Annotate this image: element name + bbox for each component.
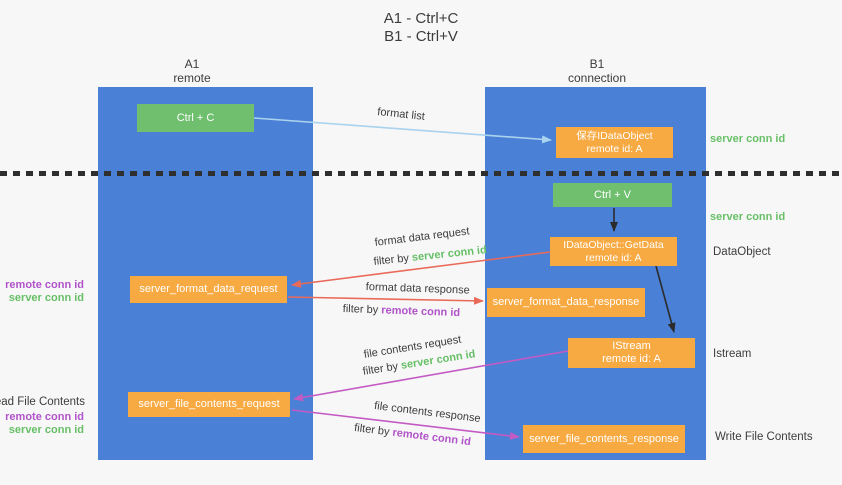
right-label-write-file-contents: Write File Contents (715, 431, 813, 443)
left-label-server-conn-id-bottom: server conn id (8, 424, 84, 436)
node-server-file-contents-response: server_file_contents_response (523, 425, 685, 453)
node-save-idataobject-line1: 保存IDataObject (576, 129, 653, 142)
node-getdata-line2: remote id: A (585, 251, 642, 264)
left-label-remote-conn-id-bottom: remote conn id (5, 411, 84, 423)
format-data-request-arrow (291, 251, 551, 288)
node-ctrl-c: Ctrl + C (137, 104, 254, 132)
node-ctrl-c-label: Ctrl + C (176, 111, 215, 124)
node-server-file-contents-request: server_file_contents_request (128, 392, 290, 417)
right-label-server-conn-id-top: server conn id (710, 133, 786, 145)
title-line-2: B1 - Ctrl+V (384, 28, 458, 45)
file-contents-response-arrow (291, 409, 520, 440)
node-file-request-label: server_file_contents_request (138, 398, 280, 410)
left-label-read-file-contents: Read File Contents (0, 396, 85, 408)
column-a1-name: A1 (184, 57, 200, 71)
node-server-format-data-response: server_format_data_response (487, 288, 645, 317)
file-contents-request-arrow (293, 350, 569, 402)
node-getdata-line1: IDataObject::GetData (563, 238, 664, 251)
getdata-to-istream-arrow (655, 265, 676, 333)
node-idataobject-getdata: IDataObject::GetData remote id: A (550, 237, 677, 266)
node-file-response-label: server_file_contents_response (529, 432, 679, 445)
right-label-dataobject: DataObject (713, 246, 771, 258)
left-label-server-conn-id-top: server conn id (8, 292, 84, 304)
column-b1-subtitle: connection (567, 71, 627, 85)
column-b1-name: B1 (589, 57, 605, 71)
column-a1-subtitle: remote (173, 71, 211, 85)
node-ctrl-v-label: Ctrl + V (594, 188, 631, 201)
node-format-request-label: server_format_data_request (139, 283, 278, 295)
right-label-istream: Istream (713, 348, 752, 360)
left-label-remote-conn-id-top: remote conn id (5, 279, 84, 291)
node-istream: IStream remote id: A (568, 338, 695, 368)
column-header-b1: B1 connection (527, 57, 667, 85)
filter-by-text: filter by (342, 303, 382, 317)
right-label-server-conn-id-mid: server conn id (710, 211, 786, 223)
phase-divider-dotted-line (0, 171, 842, 176)
node-save-idataobject: 保存IDataObject remote id: A (556, 127, 673, 158)
node-ctrl-v: Ctrl + V (553, 183, 672, 207)
title-line-1: A1 - Ctrl+C (383, 10, 459, 27)
node-server-format-data-request: server_format_data_request (130, 276, 287, 303)
format-list-arrow (253, 117, 552, 144)
diagram-title: A1 - Ctrl+C B1 - Ctrl+V (0, 10, 842, 46)
column-header-a1: A1 remote (122, 57, 262, 85)
node-istream-line2: remote id: A (602, 353, 661, 365)
node-save-idataobject-line2: remote id: A (586, 142, 643, 155)
node-istream-line1: IStream (612, 340, 651, 352)
format-data-response-arrow (287, 296, 484, 305)
node-format-response-label: server_format_data_response (492, 296, 640, 308)
